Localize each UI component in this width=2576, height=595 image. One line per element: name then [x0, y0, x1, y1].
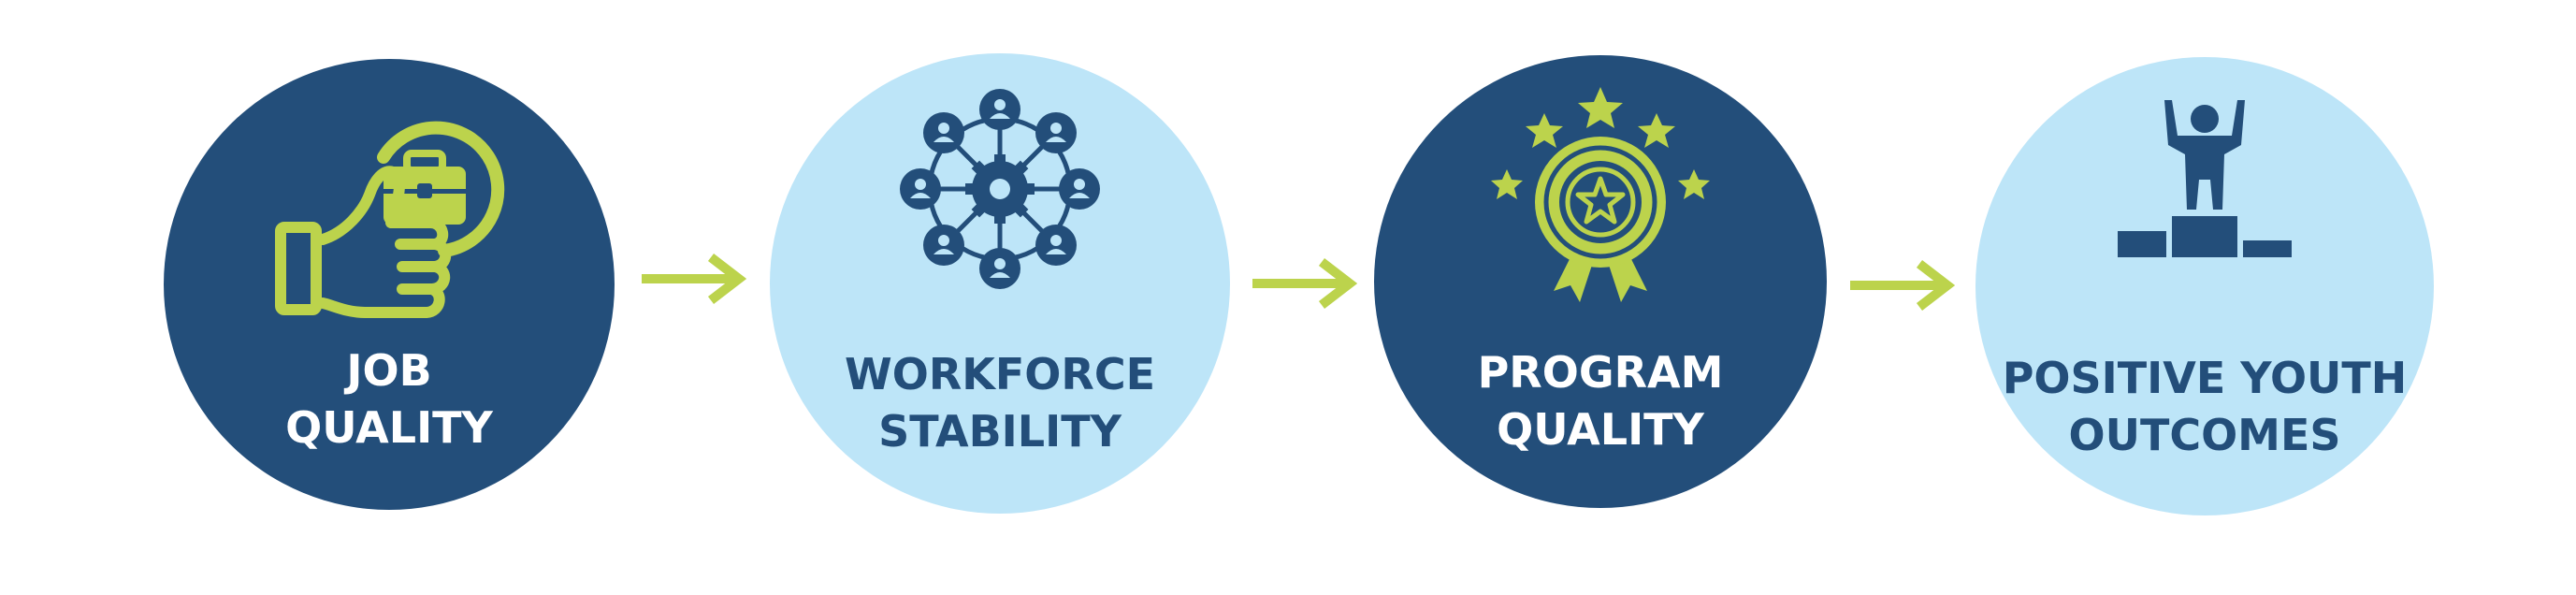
step-label-line-1: WORKFORCE — [844, 349, 1156, 399]
step-label: JOB QUALITY — [164, 342, 615, 457]
step-label-line-2: QUALITY — [1497, 404, 1704, 455]
step-positive-youth-outcomes: POSITIVE YOUTH OUTCOMES — [1975, 57, 2434, 515]
step-program-quality: PROGRAM QUALITY — [1374, 55, 1827, 508]
step-label-line-1: PROGRAM — [1477, 347, 1724, 398]
step-workforce-stability: WORKFORCE STABILITY — [770, 53, 1230, 514]
step-label: WORKFORCE STABILITY — [770, 346, 1230, 460]
person-podium-icon — [2118, 100, 2292, 257]
step-label: PROGRAM QUALITY — [1374, 344, 1827, 458]
step-label-line-2: OUTCOMES — [2068, 410, 2341, 460]
step-label-line-1: POSITIVE YOUTH — [2002, 353, 2408, 403]
people-network-gear-icon — [900, 89, 1100, 289]
right-arrow-icon — [1850, 260, 1955, 311]
step-label-line-1: JOB — [346, 345, 432, 396]
thumbs-up-briefcase-icon — [275, 121, 505, 318]
step-label-line-2: STABILITY — [878, 406, 1122, 457]
right-arrow-icon — [642, 254, 746, 304]
right-arrow-icon — [1252, 258, 1357, 309]
step-label: POSITIVE YOUTH OUTCOMES — [1975, 350, 2434, 464]
award-badge-stars-icon — [1491, 87, 1710, 302]
step-label-line-2: QUALITY — [285, 402, 493, 453]
step-job-quality: JOB QUALITY — [164, 59, 615, 510]
